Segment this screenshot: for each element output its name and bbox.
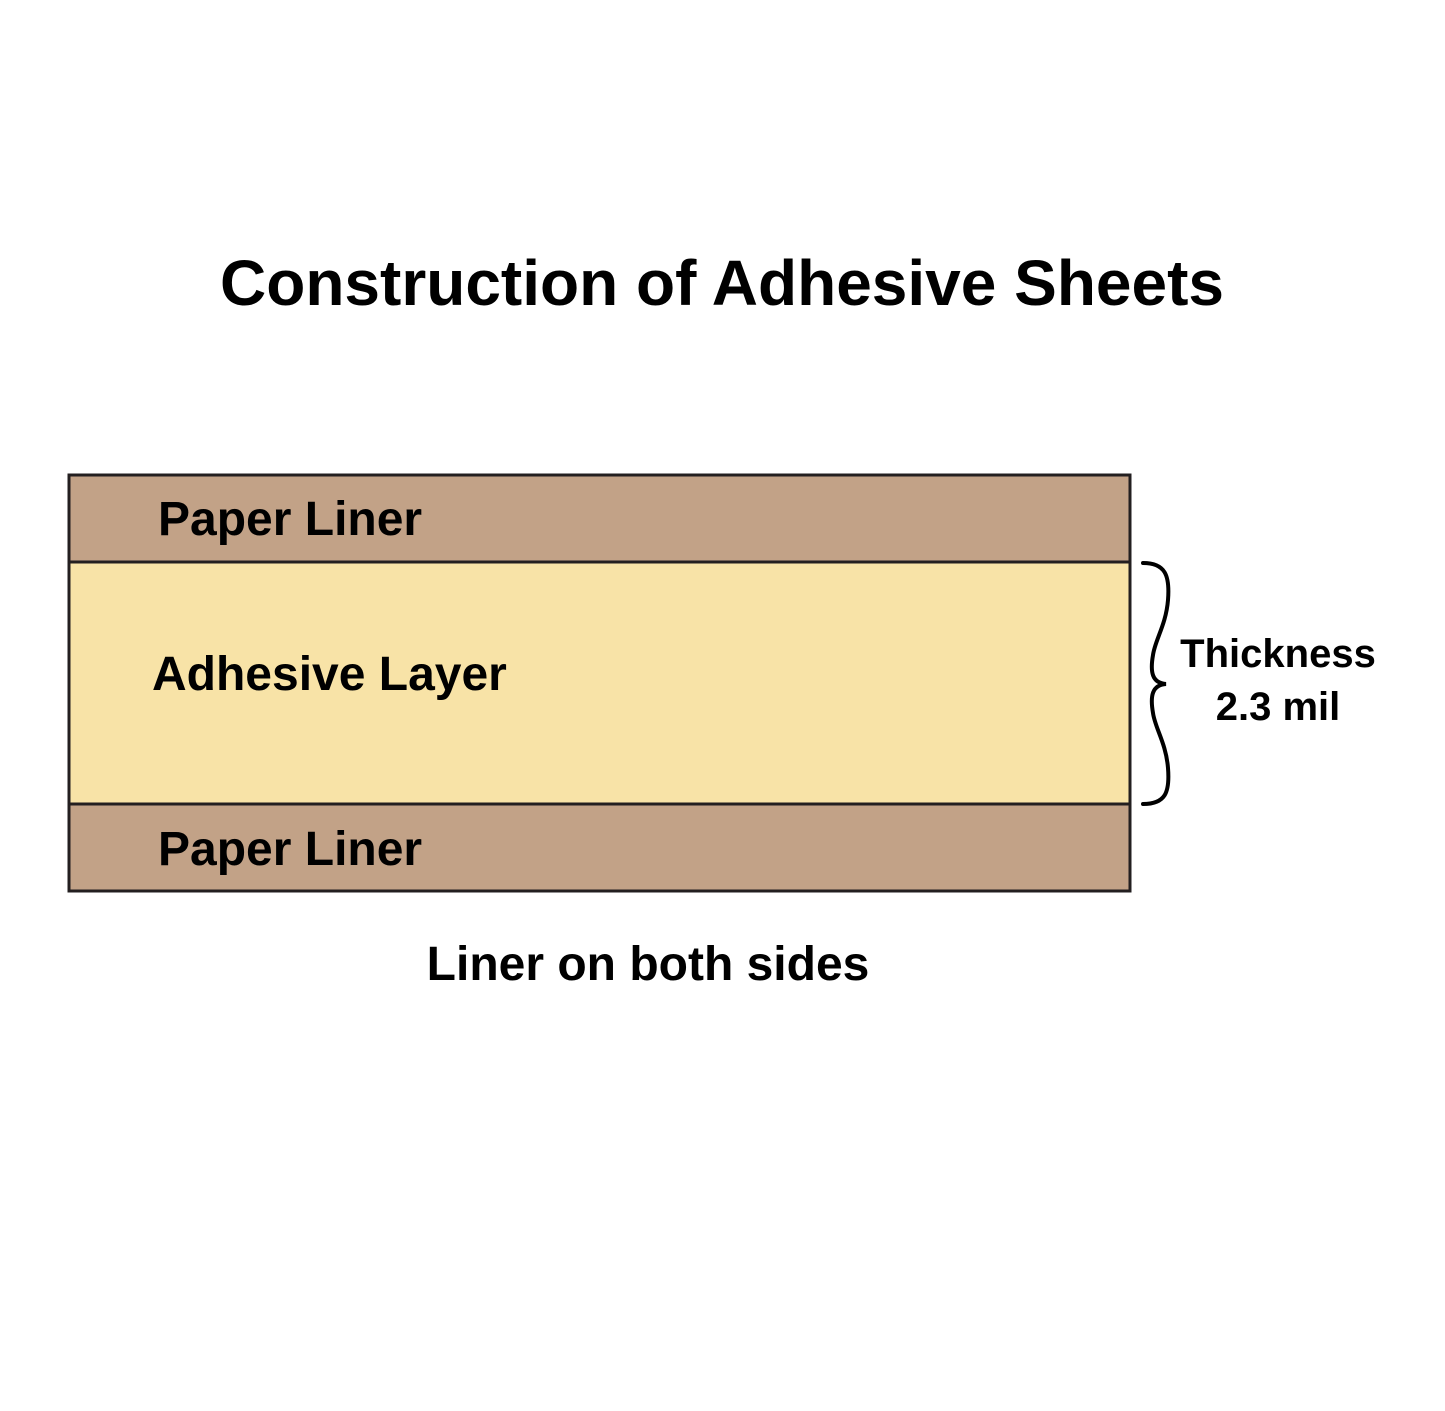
bottom-paper-liner-layer [69, 804, 1130, 891]
thickness-value: 2.3 mil [1216, 685, 1341, 729]
thickness-label: Thickness [1180, 632, 1376, 676]
adhesive-layer [69, 562, 1130, 804]
bottom-liner-label: Paper Liner [158, 823, 422, 876]
diagram-title: Construction of Adhesive Sheets [220, 247, 1224, 319]
top-paper-liner-layer [69, 475, 1130, 562]
top-liner-label: Paper Liner [158, 493, 422, 546]
diagram-caption: Liner on both sides [427, 938, 870, 991]
thickness-brace-icon [1141, 561, 1171, 806]
adhesive-layer-label: Adhesive Layer [152, 648, 507, 701]
sheet-outline [67, 473, 1132, 893]
